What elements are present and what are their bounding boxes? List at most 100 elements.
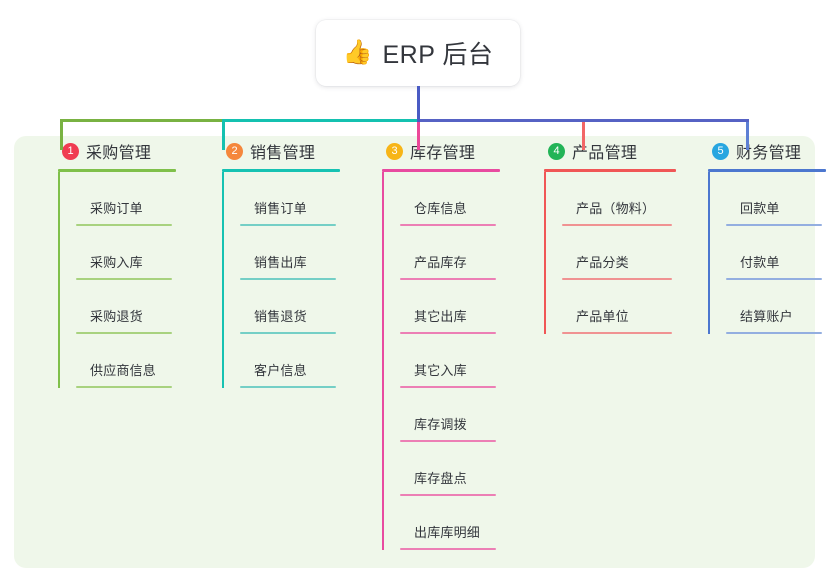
leaf-label: 库存盘点 bbox=[414, 471, 467, 486]
column-badge-1: 1 bbox=[62, 142, 79, 160]
column-header-rule-2 bbox=[222, 169, 340, 172]
leaf-rule bbox=[562, 278, 672, 280]
leaf-node[interactable]: 销售退货 bbox=[240, 280, 364, 334]
leaf-label: 销售订单 bbox=[254, 201, 307, 216]
diagram-panel: 1 采购管理采购订单采购入库采购退货供应商信息 2 销售管理销售订单销售出库销售退货客… bbox=[14, 136, 826, 568]
leaf-node[interactable]: 回款单 bbox=[726, 172, 839, 226]
column-title-3: 库存管理 bbox=[410, 145, 476, 162]
column-1: 1 采购管理采购订单采购入库采购退货供应商信息 bbox=[40, 136, 200, 388]
connector-drop-1 bbox=[60, 119, 63, 150]
column-header-rule-5 bbox=[708, 169, 826, 172]
leaf-node[interactable]: 付款单 bbox=[726, 226, 839, 280]
connector-bar-green bbox=[60, 119, 225, 122]
leaf-label: 产品分类 bbox=[576, 255, 629, 270]
leaf-label: 库存调拨 bbox=[414, 417, 467, 432]
leaf-rule bbox=[240, 278, 336, 280]
leaf-node[interactable]: 库存调拨 bbox=[400, 388, 524, 442]
leaf-label: 采购入库 bbox=[90, 255, 143, 270]
column-branches-5: 回款单付款单结算账户 bbox=[708, 172, 839, 334]
leaf-node[interactable]: 销售订单 bbox=[240, 172, 364, 226]
leaf-node[interactable]: 其它出库 bbox=[400, 280, 524, 334]
column-2: 2 销售管理销售订单销售出库销售退货客户信息 bbox=[204, 136, 364, 388]
column-trunk-4 bbox=[544, 172, 546, 334]
column-branches-1: 采购订单采购入库采购退货供应商信息 bbox=[58, 172, 200, 388]
leaf-label: 产品库存 bbox=[414, 255, 467, 270]
leaf-node[interactable]: 采购入库 bbox=[76, 226, 200, 280]
column-header-3[interactable]: 3 库存管理 bbox=[364, 136, 524, 166]
leaf-rule bbox=[726, 224, 822, 226]
column-title-4: 产品管理 bbox=[572, 145, 638, 162]
leaf-node[interactable]: 仓库信息 bbox=[400, 172, 524, 226]
leaf-label: 采购订单 bbox=[90, 201, 143, 216]
leaf-rule bbox=[76, 386, 172, 388]
column-title-1: 采购管理 bbox=[86, 145, 152, 162]
leaf-label: 回款单 bbox=[740, 201, 780, 216]
leaf-node[interactable]: 结算账户 bbox=[726, 280, 839, 334]
connector-drop-3 bbox=[417, 119, 420, 150]
leaf-label: 其它入库 bbox=[414, 363, 467, 378]
leaf-node[interactable]: 供应商信息 bbox=[76, 334, 200, 388]
column-header-1[interactable]: 1 采购管理 bbox=[40, 136, 200, 166]
leaf-rule bbox=[400, 386, 496, 388]
leaf-node[interactable]: 销售出库 bbox=[240, 226, 364, 280]
leaf-rule bbox=[400, 278, 496, 280]
leaf-node[interactable]: 产品库存 bbox=[400, 226, 524, 280]
leaf-label: 仓库信息 bbox=[414, 201, 467, 216]
leaf-rule bbox=[76, 224, 172, 226]
column-badge-3: 3 bbox=[386, 142, 403, 160]
leaf-node[interactable]: 产品分类 bbox=[562, 226, 686, 280]
leaf-label: 付款单 bbox=[740, 255, 780, 270]
leaf-rule bbox=[76, 332, 172, 334]
connector-bar-teal bbox=[222, 119, 420, 122]
leaf-rule bbox=[726, 278, 822, 280]
column-header-2[interactable]: 2 销售管理 bbox=[204, 136, 364, 166]
leaf-label: 产品（物料） bbox=[576, 201, 656, 216]
column-badge-2: 2 bbox=[226, 142, 243, 160]
leaf-label: 采购退货 bbox=[90, 309, 143, 324]
column-header-rule-3 bbox=[382, 169, 500, 172]
leaf-node[interactable]: 采购订单 bbox=[76, 172, 200, 226]
leaf-label: 结算账户 bbox=[740, 309, 793, 324]
root-node-card[interactable]: 👍 ERP 后台 bbox=[316, 20, 520, 86]
leaf-node[interactable]: 其它入库 bbox=[400, 334, 524, 388]
column-trunk-5 bbox=[708, 172, 710, 334]
leaf-rule bbox=[400, 332, 496, 334]
leaf-node[interactable]: 库存盘点 bbox=[400, 442, 524, 496]
connector-stem bbox=[417, 86, 420, 122]
column-badge-4: 4 bbox=[548, 142, 565, 160]
leaf-rule bbox=[562, 332, 672, 334]
column-title-5: 财务管理 bbox=[736, 145, 802, 162]
leaf-label: 销售出库 bbox=[254, 255, 307, 270]
leaf-node[interactable]: 出库库明细 bbox=[400, 496, 524, 550]
leaf-rule bbox=[400, 548, 496, 550]
leaf-rule bbox=[240, 386, 336, 388]
leaf-label: 客户信息 bbox=[254, 363, 307, 378]
leaf-node[interactable]: 客户信息 bbox=[240, 334, 364, 388]
column-header-4[interactable]: 4 产品管理 bbox=[526, 136, 686, 166]
leaf-label: 产品单位 bbox=[576, 309, 629, 324]
leaf-label: 销售退货 bbox=[254, 309, 307, 324]
column-title-2: 销售管理 bbox=[250, 145, 316, 162]
connector-bar-blue bbox=[417, 119, 749, 122]
root-node-title: ERP 后台 bbox=[382, 41, 494, 69]
connector-drop-5 bbox=[746, 119, 749, 150]
leaf-node[interactable]: 采购退货 bbox=[76, 280, 200, 334]
column-branches-4: 产品（物料） 产品分类产品单位 bbox=[544, 172, 686, 334]
thumbs-up-icon: 👍 bbox=[342, 39, 373, 66]
column-3: 3 库存管理仓库信息产品库存其它出库其它入库库存调拨库存盘点出库库明细 bbox=[364, 136, 524, 550]
column-header-rule-1 bbox=[58, 169, 176, 172]
column-branches-3: 仓库信息产品库存其它出库其它入库库存调拨库存盘点出库库明细 bbox=[382, 172, 524, 550]
leaf-rule bbox=[400, 494, 496, 496]
connector-drop-4 bbox=[582, 119, 585, 150]
leaf-node[interactable]: 产品单位 bbox=[562, 280, 686, 334]
column-branches-2: 销售订单销售出库销售退货客户信息 bbox=[222, 172, 364, 388]
leaf-label: 出库库明细 bbox=[414, 525, 481, 540]
leaf-rule bbox=[400, 224, 496, 226]
column-trunk-2 bbox=[222, 172, 224, 388]
leaf-rule bbox=[726, 332, 822, 334]
column-header-rule-4 bbox=[544, 169, 676, 172]
leaf-rule bbox=[562, 224, 672, 226]
leaf-node[interactable]: 产品（物料） bbox=[562, 172, 686, 226]
